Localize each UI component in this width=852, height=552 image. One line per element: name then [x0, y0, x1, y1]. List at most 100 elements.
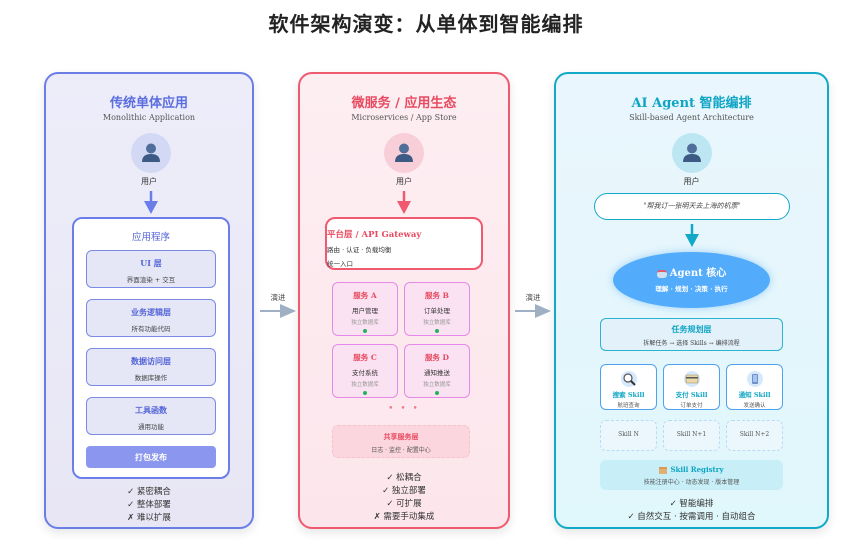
- right-arrow-icon: [260, 304, 296, 318]
- app-title: 应用程序: [131, 232, 170, 243]
- layer-data: 数据访问层数据库操作: [86, 348, 216, 386]
- layer-title: 业务逻辑层: [131, 307, 171, 317]
- registry-desc: 技能注册中心 · 动态发现 · 版本管理: [643, 479, 740, 486]
- user-icon: [142, 143, 160, 162]
- micro-subtitle: Microservices / App Store: [351, 113, 457, 122]
- service-desc: 用户管理: [352, 307, 378, 315]
- layer-title: UI 层: [140, 258, 162, 268]
- skill-placeholder: Skill N+1: [663, 420, 720, 451]
- user-avatar: [384, 133, 424, 173]
- gateway-line1: 路由 · 认证 · 负载均衡: [327, 246, 392, 254]
- skill-notify: 通知 Skill 发送确认: [726, 364, 783, 410]
- robot-icon: [656, 269, 667, 278]
- service-d: 服务 D 通知推送独立数据库: [404, 344, 470, 398]
- microservices-panel: 微服务 / 应用生态 Microservices / App Store 用户 …: [298, 72, 510, 529]
- layer-desc: 界面渲染 + 交互: [126, 276, 176, 284]
- trait: ✓ 智能编排: [669, 499, 714, 509]
- service-desc: 支付系统: [352, 369, 378, 377]
- service-b: 服务 B 订单处理独立数据库: [404, 282, 470, 336]
- ellipsis: • • •: [388, 404, 420, 414]
- skill-title: 支付 Skill: [675, 391, 708, 399]
- registry-title-text: Skill Registry: [670, 465, 724, 474]
- trait: ✓ 紧密耦合: [127, 487, 171, 497]
- skill-payment: 支付 Skill 订单支付: [663, 364, 720, 410]
- monolith-panel: 传统单体应用 Monolithic Application 用户 应用程序 UI…: [44, 72, 254, 529]
- service-db: 独立数据库: [423, 320, 451, 326]
- task-planning-layer: 任务规划层 拆解任务 → 选择 Skills → 编排流程: [600, 318, 783, 351]
- agent-panel: AI Agent 智能编排 Skill-based Agent Architec…: [554, 72, 829, 529]
- registry-title: Skill Registry: [600, 465, 783, 474]
- user-avatar: [131, 133, 171, 173]
- user-label: 用户: [683, 177, 700, 186]
- user-icon: [683, 143, 701, 162]
- application-box: 应用程序 UI 层界面渲染 + 交互 业务逻辑层所有功能代码 数据访问层数据库操…: [72, 217, 230, 479]
- skill-title: 搜索 Skill: [612, 391, 645, 399]
- right-arrow-icon: [515, 304, 551, 318]
- service-title: 服务 C: [353, 353, 377, 362]
- core-title: Agent 核心: [613, 264, 770, 279]
- skill-title: 通知 Skill: [738, 391, 771, 399]
- skill-desc: 发送确认: [743, 403, 766, 409]
- shared-title: 共享服务层: [383, 432, 419, 441]
- trait: ✓ 可扩展: [386, 499, 422, 509]
- planning-title: 任务规划层: [671, 324, 712, 334]
- trait: ✓ 独立部署: [382, 486, 426, 496]
- service-title: 服务 A: [353, 291, 377, 300]
- skill-search: 搜索 Skill 航班查询: [600, 364, 657, 410]
- agent-core: Agent 核心 理解 · 规划 · 决策 · 执行: [613, 252, 770, 308]
- service-desc: 通知推送: [424, 369, 450, 377]
- layer-title: 工具函数: [135, 405, 167, 415]
- page-title: 软件架构演变：从单体到智能编排: [268, 12, 584, 36]
- service-db: 独立数据库: [351, 382, 379, 388]
- layer-business: 业务逻辑层所有功能代码: [86, 299, 216, 337]
- box-icon: [659, 466, 668, 474]
- trait: ✗ 难以扩展: [127, 513, 171, 523]
- planning-desc: 拆解任务 → 选择 Skills → 编排流程: [643, 340, 740, 347]
- layer-utils: 工具函数通用功能: [86, 397, 216, 435]
- gateway-title: 平台层 / API Gateway: [327, 230, 422, 240]
- core-desc: 理解 · 规划 · 决策 · 执行: [655, 285, 728, 293]
- status-dot: [363, 329, 367, 333]
- micro-title: 微服务 / 应用生态: [351, 96, 457, 111]
- trait: ✓ 松耦合: [386, 473, 422, 483]
- service-db: 独立数据库: [423, 382, 451, 388]
- down-arrow-icon: [397, 191, 411, 214]
- core-title-text: Agent 核心: [669, 268, 727, 279]
- evolve-arrow-1: 演进: [258, 292, 298, 322]
- status-dot: [435, 391, 439, 395]
- evolve-arrow-2: 演进: [513, 292, 553, 322]
- service-desc: 订单处理: [424, 307, 450, 315]
- trait: ✓ 整体部署: [127, 500, 171, 510]
- status-dot: [435, 329, 439, 333]
- user-icon: [395, 143, 413, 162]
- skill-registry: Skill Registry 技能注册中心 · 动态发现 · 版本管理: [600, 460, 783, 490]
- agent-title: AI Agent 智能编排: [631, 96, 752, 111]
- user-avatar: [672, 133, 712, 173]
- envelope-icon: [746, 371, 763, 387]
- magnifier-icon: [620, 371, 637, 387]
- gateway-line2: 统一入口: [327, 260, 353, 268]
- skill-desc: 航班查询: [617, 403, 640, 409]
- agent-subtitle: Skill-based Agent Architecture: [629, 113, 754, 122]
- skill-placeholder: Skill N+2: [726, 420, 783, 451]
- trait: ✓ 自然交互 · 按需调用 · 自动组合: [627, 512, 756, 522]
- layer-ui: UI 层界面渲染 + 交互: [86, 250, 216, 288]
- shared-desc: 日志 · 监控 · 配置中心: [371, 447, 431, 454]
- publish-bar: 打包发布: [86, 446, 216, 468]
- credit-card-icon: [683, 371, 700, 387]
- service-title: 服务 D: [424, 353, 450, 362]
- status-dot: [363, 391, 367, 395]
- down-arrow-icon: [144, 191, 158, 214]
- monolith-title: 传统单体应用: [109, 96, 188, 111]
- monolith-subtitle: Monolithic Application: [102, 113, 196, 122]
- down-arrow-icon: [685, 224, 699, 247]
- service-title: 服务 B: [425, 291, 449, 300]
- skill-placeholder: Skill N: [600, 420, 657, 451]
- layer-title: 数据访问层: [131, 356, 171, 366]
- service-c: 服务 C 支付系统独立数据库: [332, 344, 398, 398]
- user-request: "帮我订一张明天去上海的机票": [594, 193, 790, 220]
- trait: ✗ 需要手动集成: [373, 512, 435, 522]
- evolve-label: 演进: [270, 293, 286, 302]
- layer-desc: 数据库操作: [134, 374, 168, 382]
